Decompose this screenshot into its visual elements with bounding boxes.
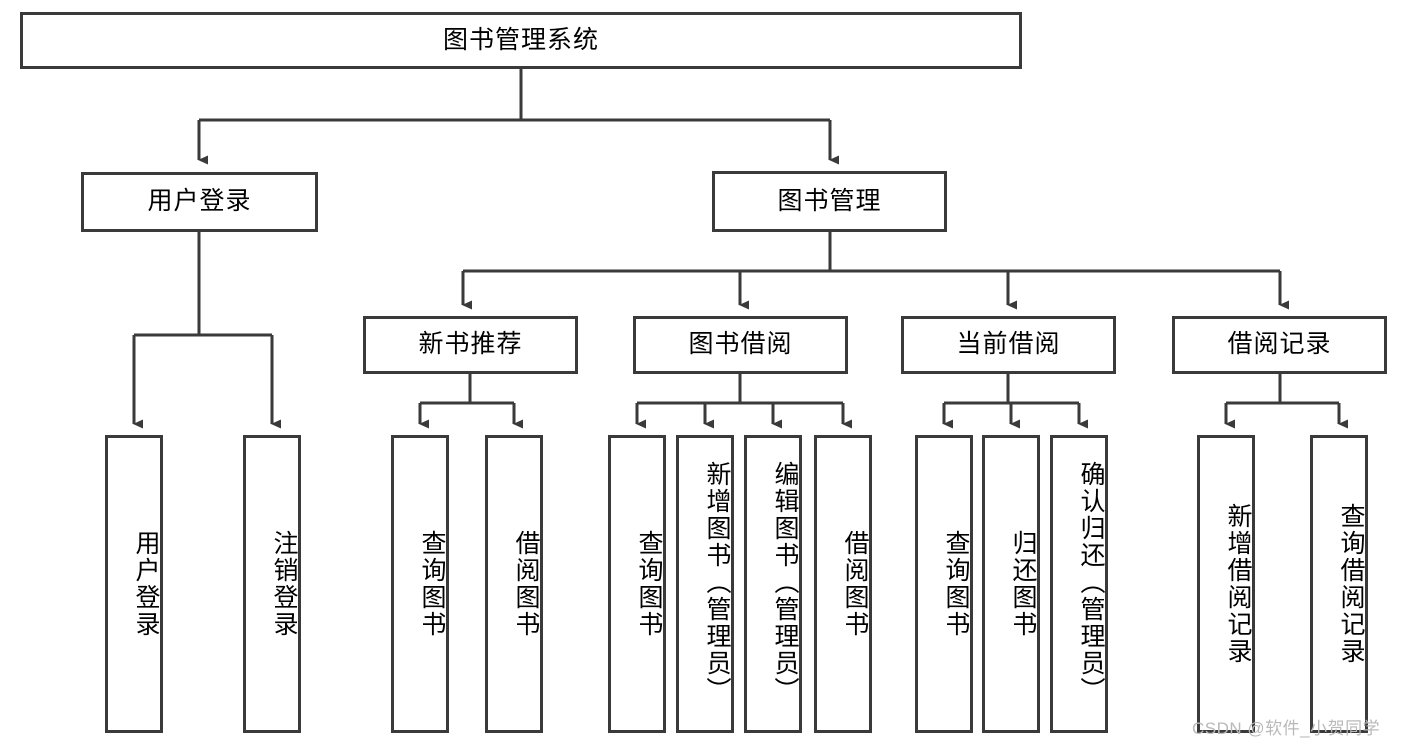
node-new-book-recommend[interactable]: 新书推荐 bbox=[363, 316, 578, 374]
leaf-query-book-new[interactable]: 查询图书 bbox=[391, 435, 449, 733]
leaf-query-book-borrow[interactable]: 查询图书 bbox=[608, 435, 666, 733]
leaf-borrow-book-new[interactable]: 借阅图书 bbox=[485, 435, 543, 733]
leaf-borrow-book[interactable]: 借阅图书 bbox=[814, 435, 872, 733]
leaf-add-borrow-record[interactable]: 新增借阅记录 bbox=[1197, 435, 1255, 733]
leaf-query-borrow-record[interactable]: 查询借阅记录 bbox=[1310, 435, 1368, 733]
leaf-return-book[interactable]: 归还图书 bbox=[982, 435, 1040, 733]
leaf-query-book-current[interactable]: 查询图书 bbox=[915, 435, 973, 733]
leaf-edit-book-admin[interactable]: 编辑图书（管理员） bbox=[744, 435, 802, 733]
leaf-user-login[interactable]: 用户登录 bbox=[105, 435, 163, 733]
csdn-watermark: CSDN @软件_小贺同学 bbox=[1192, 719, 1381, 738]
node-book-borrow[interactable]: 图书借阅 bbox=[633, 316, 848, 374]
node-root-book-management-system[interactable]: 图书管理系统 bbox=[20, 12, 1022, 69]
leaf-add-book-admin[interactable]: 新增图书（管理员） bbox=[676, 435, 734, 733]
leaf-logout[interactable]: 注销登录 bbox=[243, 435, 301, 733]
node-borrow-record[interactable]: 借阅记录 bbox=[1172, 316, 1387, 374]
node-user-login[interactable]: 用户登录 bbox=[81, 172, 318, 232]
node-book-management[interactable]: 图书管理 bbox=[712, 171, 947, 232]
node-current-borrow[interactable]: 当前借阅 bbox=[901, 316, 1116, 374]
leaf-confirm-return-admin[interactable]: 确认归还（管理员） bbox=[1050, 435, 1108, 733]
